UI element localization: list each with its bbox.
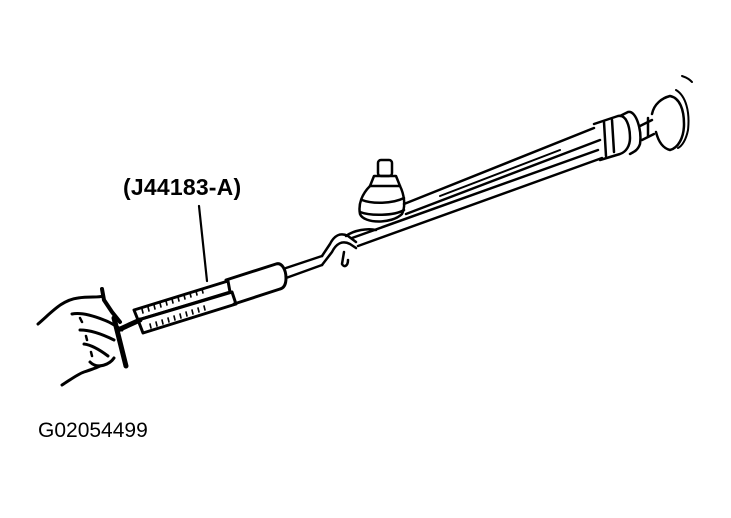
hand-icon: [36, 287, 143, 387]
leader-line: [197, 204, 209, 283]
figure-id-label: G02054499: [38, 419, 148, 442]
spring-scale-tool: [132, 254, 324, 335]
tie-rod-end: [358, 158, 406, 223]
hook-rod: [320, 233, 358, 268]
steering-gear-boot: [592, 75, 693, 162]
tie-rod: [344, 126, 604, 248]
tool-number-label: (J44183-A): [123, 174, 242, 200]
